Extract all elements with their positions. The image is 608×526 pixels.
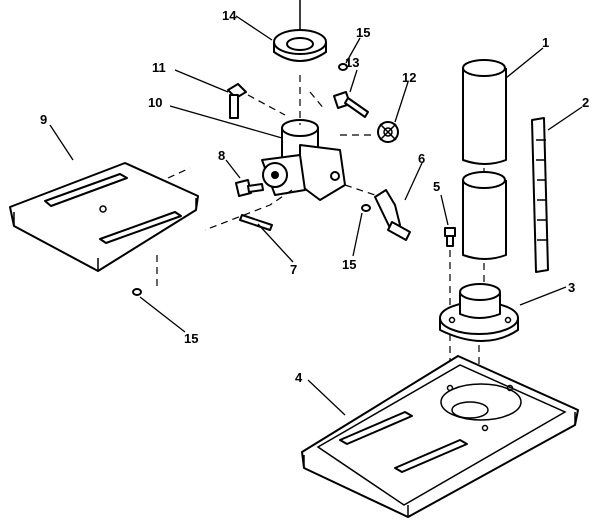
callout-13: 13 [345, 55, 359, 70]
callout-3: 3 [568, 280, 575, 295]
callout-6: 6 [418, 151, 425, 166]
part-14-collar [273, 0, 327, 62]
part-6-handle [344, 184, 411, 241]
callout-15-top: 15 [356, 25, 370, 40]
callout-10: 10 [148, 95, 162, 110]
part-8-screw [235, 179, 264, 197]
callout-5: 5 [433, 179, 440, 194]
leader-lines [49, 15, 583, 416]
part-7-pin [239, 214, 273, 231]
part-2-rack [531, 117, 549, 273]
callout-12: 12 [402, 70, 416, 85]
part-13-shaft [309, 91, 369, 118]
callout-14: 14 [222, 8, 237, 23]
callout-8: 8 [218, 148, 225, 163]
part-1-column [462, 59, 507, 285]
part-5-bolt [444, 227, 456, 370]
callout-labels: 1 2 3 4 5 6 7 8 9 10 11 12 13 14 15 15 1… [40, 8, 589, 385]
callout-1: 1 [542, 35, 549, 50]
part-10-head [204, 75, 346, 231]
callout-15-left: 15 [184, 331, 198, 346]
part-11-fitting [227, 83, 286, 119]
callout-9: 9 [40, 112, 47, 127]
part-9-table [9, 162, 199, 290]
callout-7: 7 [290, 262, 297, 277]
callout-11: 11 [152, 60, 166, 75]
part-12-gear [340, 121, 399, 143]
callout-2: 2 [582, 95, 589, 110]
callout-15-mid: 15 [342, 257, 356, 272]
callout-4: 4 [295, 370, 303, 385]
part-4-base [301, 355, 579, 518]
part-15-screws [132, 63, 371, 296]
part-3-flange [439, 283, 519, 370]
